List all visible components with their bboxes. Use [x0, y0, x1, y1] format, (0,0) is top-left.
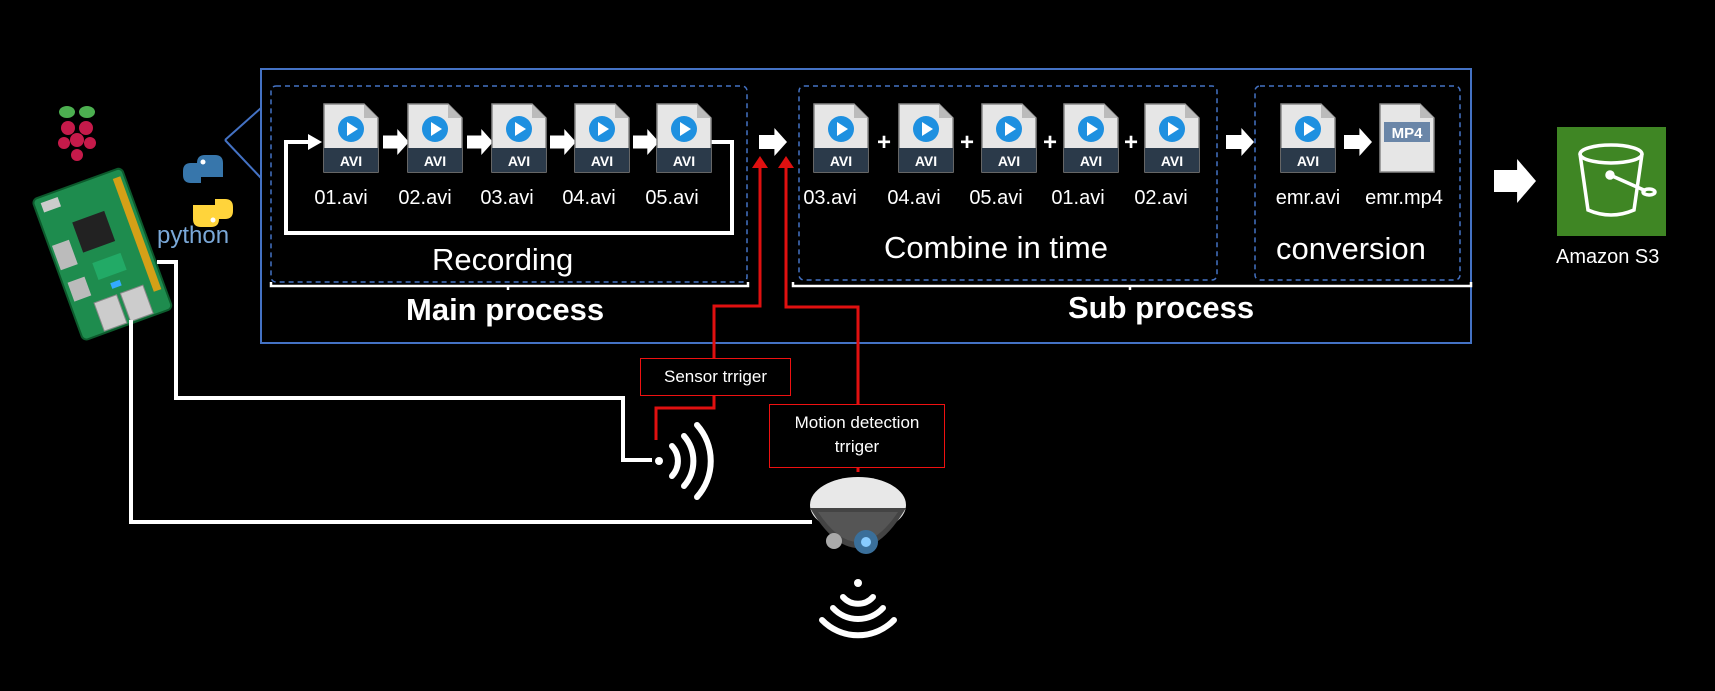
- plus-sign-2: +: [960, 129, 974, 156]
- avi-file-icon-combine-1: AVI: [813, 103, 869, 173]
- sensor-trigger-arrowhead: [752, 156, 768, 168]
- s3-bucket-icon: [1578, 143, 1657, 217]
- recording-file-4: 04.avi: [562, 187, 616, 209]
- main-process-bracket: [269, 282, 750, 290]
- svg-text:AVI: AVI: [424, 153, 446, 169]
- combine-to-conversion-arrow: [1226, 128, 1254, 156]
- avi-file-icon-recording-4: AVI: [574, 103, 630, 173]
- amazon-s3-label: Amazon S3: [1556, 246, 1660, 268]
- combine-file-3: 05.avi: [969, 187, 1023, 209]
- raspberry-pi-board-icon: [32, 167, 173, 341]
- plus-sign-3: +: [1043, 129, 1057, 156]
- motion-trigger-arrowhead: [778, 156, 794, 168]
- svg-text:AVI: AVI: [1080, 153, 1102, 169]
- svg-text:AVI: AVI: [1161, 153, 1183, 169]
- camera-wireless-icon: [819, 579, 897, 639]
- loop-arrowhead: [308, 134, 322, 150]
- process-frame: [260, 68, 1472, 344]
- svg-text:AVI: AVI: [1297, 153, 1319, 169]
- main-to-sub-arrow: [759, 128, 787, 156]
- conversion-label: conversion: [1276, 231, 1426, 266]
- combine-file-4: 01.avi: [1051, 187, 1105, 209]
- sub-process-label: Sub process: [1068, 290, 1255, 325]
- conversion-output-file: emr.mp4: [1365, 187, 1443, 209]
- svg-text:AVI: AVI: [508, 153, 530, 169]
- avi-file-icon-combine-4: AVI: [1063, 103, 1119, 173]
- avi-file-icon-combine-2: AVI: [898, 103, 954, 173]
- recording-arrow-1: [383, 129, 409, 155]
- avi-file-icon-combine-3: AVI: [981, 103, 1037, 173]
- svg-text:AVI: AVI: [340, 153, 362, 169]
- svg-text:AVI: AVI: [998, 153, 1020, 169]
- avi-file-icon-conversion: AVI: [1280, 103, 1336, 173]
- motion-trigger-label-line2: trriger: [834, 437, 880, 456]
- recording-file-1: 01.avi: [314, 187, 368, 209]
- recording-group-box: [270, 85, 748, 283]
- avi-file-icon-recording-1: AVI: [323, 103, 379, 173]
- plus-sign-1: +: [877, 129, 891, 156]
- combine-label: Combine in time: [884, 230, 1108, 265]
- conversion-input-file: emr.avi: [1275, 187, 1341, 209]
- sub-process-bracket: [791, 282, 1473, 290]
- recording-arrow-3: [550, 129, 576, 155]
- sensor-wireless-icon: [655, 422, 714, 500]
- sensor-wire: [157, 260, 652, 462]
- conversion-group-box: [1254, 85, 1461, 281]
- recording-file-3: 03.avi: [480, 187, 534, 209]
- mp4-file-icon: MP4: [1379, 103, 1435, 173]
- combine-file-2: 04.avi: [887, 187, 941, 209]
- recording-loop-line: [284, 140, 734, 235]
- avi-file-icon-combine-5: AVI: [1144, 103, 1200, 173]
- avi-file-icon-recording-2: AVI: [407, 103, 463, 173]
- avi-file-icon-recording-5: AVI: [656, 103, 712, 173]
- svg-text:AVI: AVI: [830, 153, 852, 169]
- svg-text:MP4: MP4: [1392, 125, 1424, 142]
- plus-sign-4: +: [1124, 129, 1138, 156]
- avi-file-icon-recording-3: AVI: [491, 103, 547, 173]
- python-wordmark: python: [157, 222, 230, 249]
- recording-label: Recording: [432, 242, 574, 277]
- svg-text:AVI: AVI: [915, 153, 937, 169]
- frame-pointer-bottom: [224, 139, 262, 179]
- motion-trigger-line: [784, 162, 860, 472]
- raspberry-logo: [58, 106, 96, 161]
- recording-arrow-4: [633, 129, 659, 155]
- flow-arrows: [383, 128, 1536, 203]
- combine-file-5: 02.avi: [1134, 187, 1188, 209]
- sensor-trigger-line: [654, 162, 762, 440]
- recording-file-2: 02.avi: [398, 187, 452, 209]
- camera-wire: [129, 320, 812, 524]
- motion-trigger-label-line1: Motion detection: [794, 413, 920, 432]
- main-process-label: Main process: [406, 292, 605, 327]
- recording-arrow-2: [467, 129, 493, 155]
- sensor-trigger-label: Sensor trriger: [664, 367, 767, 386]
- combine-plus-signs: + + + +: [877, 129, 1138, 156]
- to-s3-arrow: [1494, 159, 1536, 203]
- motion-trigger-box: Motion detection trriger: [769, 404, 945, 468]
- avi-to-mp4-arrow: [1344, 128, 1372, 156]
- svg-text:AVI: AVI: [591, 153, 613, 169]
- combine-group-box: [798, 85, 1218, 281]
- combine-file-1: 03.avi: [803, 187, 857, 209]
- svg-text:AVI: AVI: [673, 153, 695, 169]
- dome-camera-icon: [810, 477, 906, 554]
- python-logo-icon: [183, 155, 233, 227]
- recording-file-5: 05.avi: [645, 187, 699, 209]
- sensor-trigger-box: Sensor trriger: [640, 358, 791, 396]
- frame-pointer-top: [224, 107, 262, 141]
